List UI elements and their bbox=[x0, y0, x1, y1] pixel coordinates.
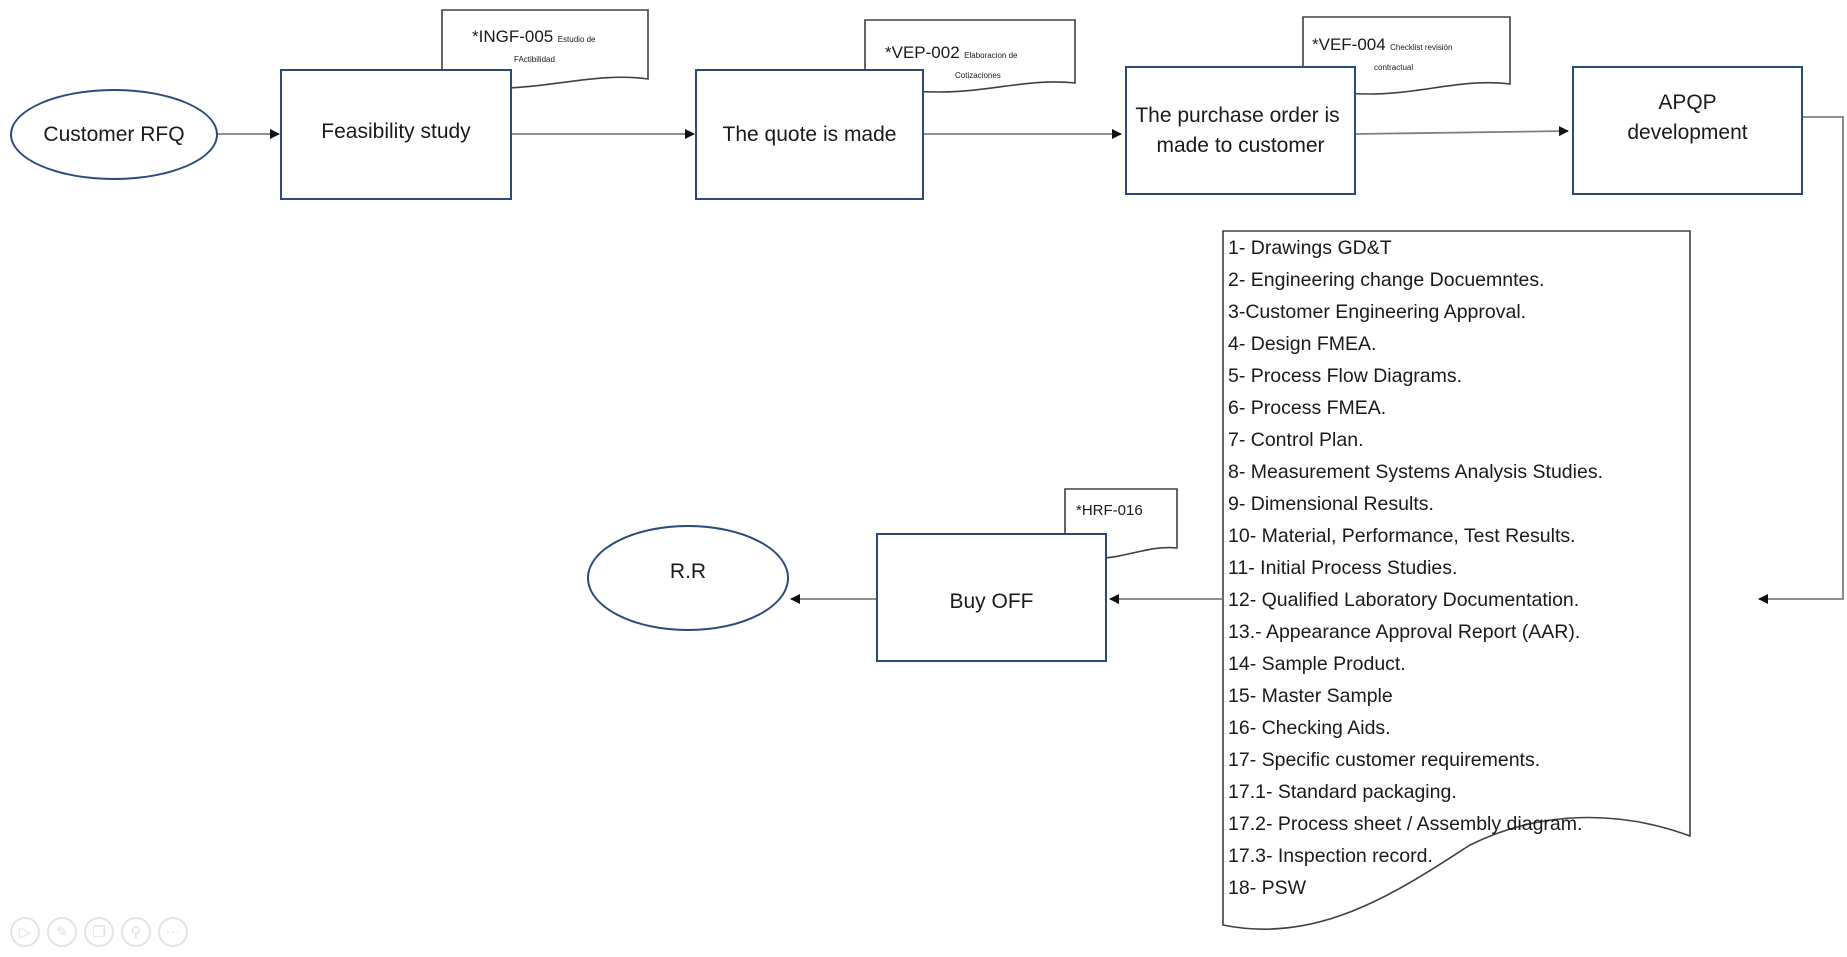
node-po-label-2: made to customer bbox=[1156, 133, 1325, 157]
requirement-item: 6- Process FMEA. bbox=[1228, 397, 1387, 419]
requirement-item: 3-Customer Engineering Approval. bbox=[1228, 301, 1527, 323]
node-quote-label: The quote is made bbox=[722, 122, 897, 146]
requirement-item: 12- Qualified Laboratory Documentation. bbox=[1228, 589, 1580, 611]
doc-note-vep: *VEP-002 Elaboracion de Cotizaciones bbox=[885, 44, 1075, 85]
requirement-item: 4- Design FMEA. bbox=[1228, 333, 1377, 355]
doc-note-ingf: *INGF-005 Estudio de FActibilidad bbox=[472, 28, 647, 69]
copy-icon[interactable]: ❐ bbox=[84, 917, 114, 947]
node-buy-off-label: Buy OFF bbox=[949, 590, 1034, 613]
requirement-item: 17.2- Process sheet / Assembly diagram. bbox=[1228, 813, 1583, 835]
requirement-item: 13.- Appearance Approval Report (AAR). bbox=[1228, 621, 1581, 643]
doc-code-ingf: *INGF-005 bbox=[472, 27, 554, 46]
requirement-item: 17.3- Inspection record. bbox=[1228, 845, 1433, 867]
requirement-item: 11- Initial Process Studies. bbox=[1228, 557, 1458, 579]
requirement-item: 17- Specific customer requirements. bbox=[1228, 749, 1541, 771]
node-feasibility-study: Feasibility study bbox=[280, 69, 512, 200]
doc-desc-ingf-2: FActibilidad bbox=[514, 55, 555, 64]
requirement-item: 18- PSW bbox=[1228, 877, 1307, 899]
requirement-item: 5- Process Flow Diagrams. bbox=[1228, 365, 1463, 387]
play-icon[interactable]: ▷ bbox=[10, 917, 40, 947]
connector-po-apqp bbox=[1355, 126, 1569, 137]
doc-desc-vef-1: Checklist revisión bbox=[1390, 43, 1453, 52]
node-feasibility-label: Feasibility study bbox=[321, 120, 471, 143]
requirement-item: 16- Checking Aids. bbox=[1228, 717, 1391, 739]
node-po-label-1: The purchase order is bbox=[1135, 103, 1340, 127]
doc-desc-vep-2: Cotizaciones bbox=[955, 71, 1001, 80]
requirement-item: 14- Sample Product. bbox=[1228, 653, 1406, 675]
requirement-item: 2- Engineering change Docuemntes. bbox=[1228, 269, 1545, 291]
node-apqp: APQP development bbox=[1572, 66, 1803, 195]
node-purchase-order: The purchase order is made to customer bbox=[1125, 66, 1356, 195]
node-apqp-label-1: APQP bbox=[1658, 91, 1717, 114]
doc-desc-vep-1: Elaboracion de bbox=[964, 51, 1018, 60]
pen-icon[interactable]: ✎ bbox=[47, 917, 77, 947]
doc-code-hrf: *HRF-016 bbox=[1076, 502, 1143, 519]
requirement-item: 17.1- Standard packaging. bbox=[1228, 781, 1457, 803]
requirement-item: 15- Master Sample bbox=[1228, 685, 1393, 707]
requirement-item: 7- Control Plan. bbox=[1228, 429, 1364, 451]
doc-note-hrf: *HRF-016 bbox=[1076, 502, 1176, 520]
requirement-item: 10- Material, Performance, Test Results. bbox=[1228, 525, 1576, 547]
requirement-item: 8- Measurement Systems Analysis Studies. bbox=[1228, 461, 1603, 483]
node-buy-off: Buy OFF bbox=[876, 533, 1107, 662]
node-customer-rfq-label: Customer RFQ bbox=[43, 122, 185, 146]
more-icon[interactable]: ⋯ bbox=[158, 917, 188, 947]
doc-code-vef: *VEF-004 bbox=[1312, 35, 1386, 54]
doc-shape-requirements bbox=[1222, 230, 1691, 930]
zoom-icon[interactable]: ⚲ bbox=[121, 917, 151, 947]
doc-desc-vef-2: contractual bbox=[1374, 63, 1414, 72]
node-customer-rfq: Customer RFQ bbox=[10, 89, 218, 180]
doc-desc-ingf-1: Estudio de bbox=[557, 35, 596, 44]
doc-code-vep: *VEP-002 bbox=[885, 43, 960, 62]
node-rr-label: R.R bbox=[669, 560, 707, 583]
node-rr: R.R bbox=[587, 525, 789, 631]
node-quote: The quote is made bbox=[695, 69, 924, 200]
doc-note-vef: *VEF-004 Checklist revisión contractual bbox=[1312, 36, 1510, 77]
requirements-list: 1- Drawings GD&T 2- Engineering change Do… bbox=[1228, 232, 1603, 904]
requirement-item: 1- Drawings GD&T bbox=[1228, 237, 1392, 259]
connector-apqp-requirements bbox=[1758, 116, 1844, 604]
requirement-item: 9- Dimensional Results. bbox=[1228, 493, 1434, 515]
node-apqp-label-2: development bbox=[1627, 121, 1748, 144]
